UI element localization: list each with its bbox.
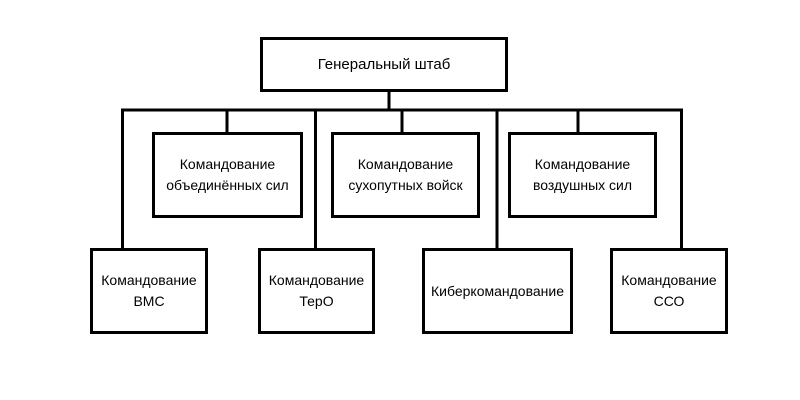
node-label-line: Командование bbox=[534, 156, 631, 172]
node-label-line: Командование bbox=[268, 272, 365, 288]
node-general-staff: Генеральный штаб bbox=[260, 37, 508, 92]
node-label-line: Командование bbox=[621, 272, 717, 288]
node-label-line: воздушных сил bbox=[532, 177, 633, 193]
node-special-operations-command: Командование ССО bbox=[610, 248, 728, 334]
node-label: Киберкомандование bbox=[431, 282, 564, 299]
node-label-line: ВМС bbox=[133, 293, 165, 309]
node-label-line: Командование bbox=[101, 272, 197, 288]
node-ground-forces-command: Командование сухопутных войск bbox=[331, 132, 480, 218]
node-label-line: ТерО bbox=[299, 293, 334, 309]
node-label: Генеральный штаб bbox=[317, 56, 451, 73]
node-territorial-defense-command: Командование ТерО bbox=[258, 248, 375, 334]
node-label-line: ССО bbox=[653, 293, 685, 309]
node-joint-forces-command: Командование объединённых сил bbox=[152, 132, 303, 218]
node-label-line: объединённых сил bbox=[166, 177, 289, 193]
node-label-line: сухопутных войск bbox=[348, 177, 463, 193]
node-navy-command: Командование ВМС bbox=[90, 248, 208, 334]
node-label-line: Командование bbox=[357, 156, 454, 172]
node-cyber-command: Киберкомандование bbox=[422, 248, 573, 334]
node-air-forces-command: Командование воздушных сил bbox=[508, 132, 657, 218]
node-label-line: Командование bbox=[179, 156, 276, 172]
